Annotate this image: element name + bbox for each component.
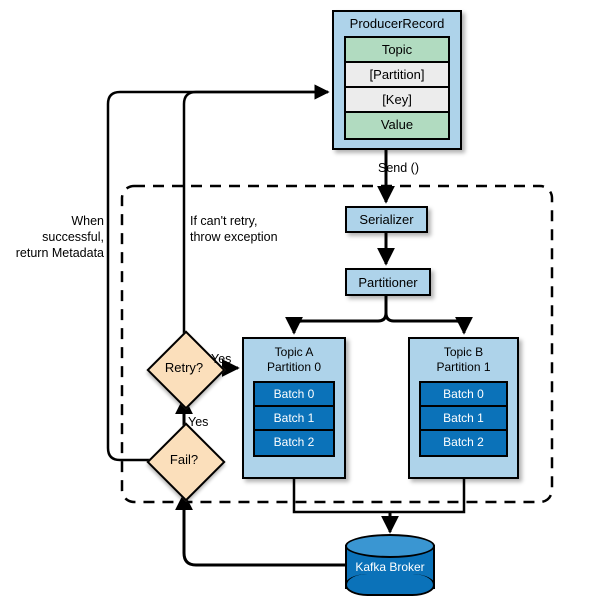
record-field-key: [Key] (346, 87, 448, 113)
record-field-topic: Topic (346, 37, 448, 63)
producer-record-title: ProducerRecord (349, 15, 445, 31)
topic-a-box: Topic A Partition 0 Batch 0 Batch 1 Batc… (242, 337, 346, 479)
fail-decision-label: Fail? (169, 452, 199, 467)
partitioner-box: Partitioner (345, 268, 431, 296)
edge-broker-to-fail (175, 492, 345, 567)
topic-b-name: Topic B (443, 345, 484, 359)
topic-a-batch-1: Batch 1 (255, 407, 333, 431)
broker-cylinder-bottom (345, 574, 435, 596)
serializer-box: Serializer (345, 206, 428, 233)
broker-cylinder-top (345, 534, 435, 558)
topic-b-box: Topic B Partition 1 Batch 0 Batch 1 Batc… (408, 337, 519, 479)
edge-partitioner-to-topic-b (384, 296, 473, 335)
annotation-success-return-metadata: When successful, return Metadata (15, 214, 104, 260)
edge-partitioner-to-topic-a (285, 296, 388, 335)
topic-a-batch-0: Batch 0 (255, 383, 333, 407)
send-label: Send () (378, 161, 419, 175)
broker-label: Kafka Broker (355, 560, 425, 574)
topic-b-batch-2: Batch 2 (421, 431, 506, 455)
retry-yes-label: Yes (211, 352, 232, 366)
producer-record-box: ProducerRecord Topic [Partition] [Key] V… (332, 10, 462, 150)
topic-a-batches: Batch 0 Batch 1 Batch 2 (253, 381, 335, 457)
annotation-throw-exception: If can't retry, throw exception (190, 214, 278, 244)
topic-b-title: Topic B Partition 1 (436, 345, 490, 375)
topic-b-batch-0: Batch 0 (421, 383, 506, 407)
record-field-value: Value (346, 112, 448, 138)
topic-b-batches: Batch 0 Batch 1 Batch 2 (419, 381, 508, 457)
edge-topics-merge-to-broker (292, 479, 466, 514)
record-field-partition: [Partition] (346, 62, 448, 88)
topic-b-partition: Partition 1 (436, 360, 491, 374)
producer-boundary-dashed (120, 184, 554, 504)
topic-a-title: Topic A Partition 0 (267, 345, 321, 375)
producer-record-fields: Topic [Partition] [Key] Value (344, 35, 450, 140)
topic-a-name: Topic A (274, 345, 314, 359)
kafka-broker-cylinder: Kafka Broker (345, 534, 435, 596)
topic-a-partition: Partition 0 (266, 360, 322, 374)
edge-success-return-metadata (106, 84, 330, 462)
topic-a-batch-2: Batch 2 (255, 431, 333, 455)
retry-decision-label: Retry? (164, 360, 204, 375)
edge-throw-exception (182, 84, 330, 342)
fail-yes-label: Yes (188, 415, 209, 429)
topic-b-batch-1: Batch 1 (421, 407, 506, 431)
